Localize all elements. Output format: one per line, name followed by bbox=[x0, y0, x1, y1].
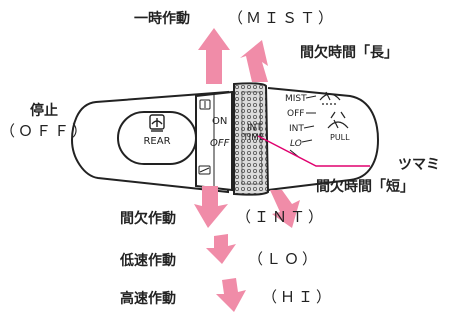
mist-action-label: 一時作動 bbox=[134, 11, 190, 27]
rear-label: REAR bbox=[143, 136, 170, 147]
knob-leader-line bbox=[257, 135, 370, 167]
front-mist-label: MIST bbox=[285, 94, 307, 104]
int-long-label: 間欠時間「長」 bbox=[300, 45, 398, 61]
hi-mode-label: （ＨＩ） bbox=[262, 288, 335, 306]
int-time-knob[interactable] bbox=[233, 82, 270, 196]
pull-label: PULL bbox=[330, 133, 350, 142]
int-mode-label: （ＩＮＴ） bbox=[236, 208, 327, 226]
front-wiper-icon bbox=[319, 91, 341, 105]
lo-action-label: 低速作動 bbox=[120, 253, 176, 269]
rear-off-label: OFF bbox=[210, 138, 230, 149]
knob-label: ツマミ bbox=[398, 157, 440, 173]
int-action-label: 間欠作動 bbox=[120, 211, 176, 227]
front-lo-label: LO bbox=[290, 139, 302, 149]
int-long-arrow bbox=[240, 40, 268, 82]
mist-mode-label: （ＭＩＳＴ） bbox=[228, 9, 337, 27]
lo-down-arrow bbox=[206, 234, 236, 264]
front-off-label: OFF bbox=[287, 109, 304, 119]
rear-spray-icon bbox=[198, 165, 211, 175]
int-short-label: 間欠時間「短」 bbox=[316, 179, 414, 195]
off-action-label: 停止 bbox=[30, 103, 58, 119]
rear-washer-icon bbox=[199, 99, 211, 110]
mist-up-arrow bbox=[198, 28, 230, 84]
int-tick bbox=[303, 125, 315, 129]
knob-time-label: TIME bbox=[242, 133, 265, 143]
washer-pull-icon bbox=[327, 111, 349, 129]
off-mode-label: （ＯＦＦ） bbox=[0, 122, 91, 140]
front-int-label: INT bbox=[289, 124, 304, 134]
mist-tick bbox=[305, 95, 317, 99]
lo-tick bbox=[301, 139, 313, 143]
knob-int-label: INT bbox=[247, 123, 262, 133]
hi-action-label: 高速作動 bbox=[120, 291, 176, 307]
hi-down-arrow bbox=[216, 278, 246, 312]
int-down-arrow bbox=[194, 186, 228, 228]
rear-wiper-icon bbox=[149, 114, 165, 132]
int-short-arrow bbox=[270, 190, 300, 228]
lo-mode-label: （ＬＯ） bbox=[248, 250, 321, 268]
rear-on-label: ON bbox=[212, 116, 227, 127]
